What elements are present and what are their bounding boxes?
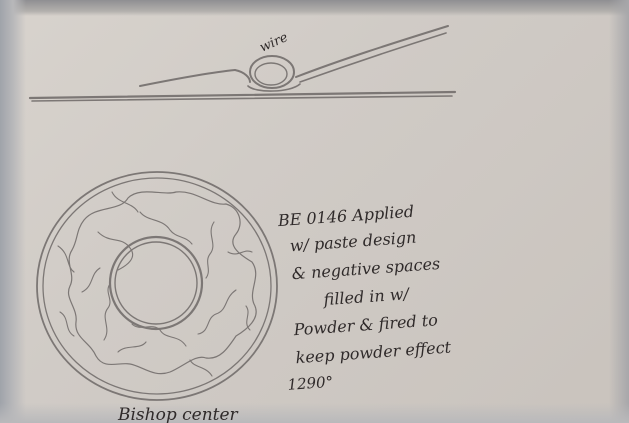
bottom-caption: Bishop center xyxy=(117,405,239,423)
note-line-5: Powder & fired to xyxy=(292,310,438,339)
wire-label: wire xyxy=(258,30,291,56)
note-line-3: & negative spaces xyxy=(291,254,441,283)
note-line-6: keep powder effect xyxy=(295,337,452,367)
note-line-2: w/ paste design xyxy=(289,228,417,256)
top-view-sketch xyxy=(37,172,277,400)
handwritten-note: BE 0146 Applied w/ paste design & negati… xyxy=(275,200,454,394)
cross-section-sketch xyxy=(30,26,455,101)
note-line-7: 1290° xyxy=(287,373,334,394)
note-line-1: BE 0146 Applied xyxy=(276,202,414,231)
note-line-4: filled in w/ xyxy=(322,284,411,309)
